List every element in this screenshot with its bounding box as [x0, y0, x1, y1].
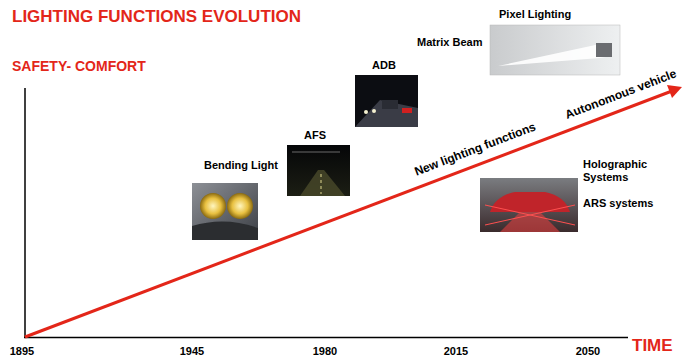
function-label: AFS — [304, 129, 326, 142]
y-axis — [24, 88, 26, 338]
adb-photo — [355, 75, 418, 127]
function-label: Pixel Lighting — [499, 8, 571, 21]
diagram-title: LIGHTING FUNCTIONS EVOLUTION — [12, 7, 301, 27]
function-label: Matrix Beam — [417, 36, 482, 49]
function-label: Bending Light — [204, 159, 278, 172]
axis-title: TIME — [632, 336, 673, 356]
year-label: 1895 — [10, 345, 34, 358]
bending-light-photo — [192, 183, 258, 240]
trend-arrow — [25, 91, 672, 337]
x-axis — [24, 337, 628, 339]
pixel-lighting-photo — [490, 25, 620, 75]
holographic-car-photo — [480, 178, 578, 232]
year-label: 1945 — [180, 345, 204, 358]
afs-photo — [287, 145, 350, 196]
function-label: Holographic Systems — [583, 158, 659, 183]
year-label: 2015 — [444, 345, 468, 358]
axis-title: SAFETY- COMFORT — [12, 58, 146, 74]
trend-arrowhead — [667, 85, 682, 98]
function-label: ARS systems — [583, 197, 653, 210]
year-label: 1980 — [313, 345, 337, 358]
year-label: 2050 — [576, 345, 600, 358]
function-label: ADB — [372, 59, 396, 72]
